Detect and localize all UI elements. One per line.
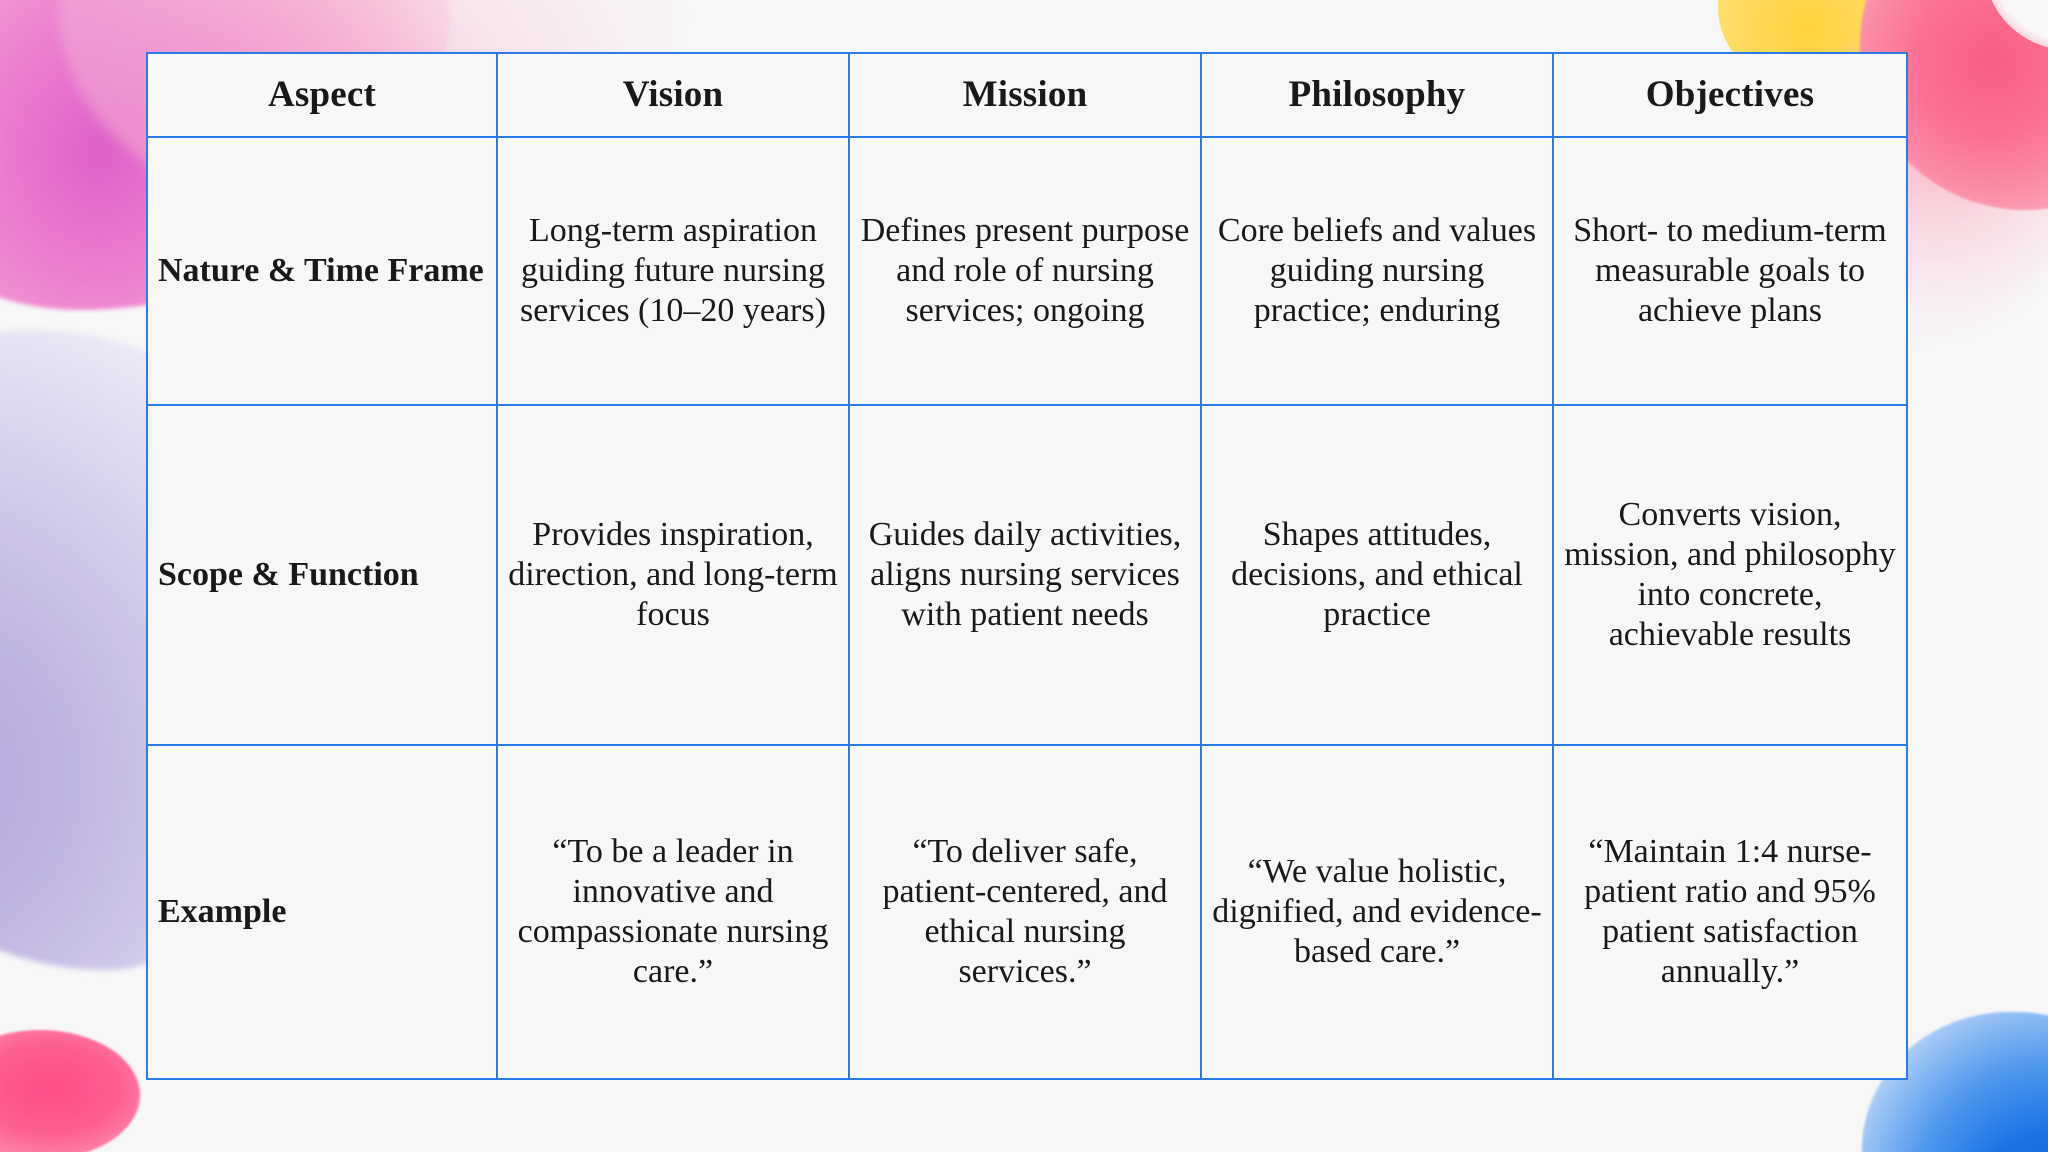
table-row: Example “To be a leader in innovative an… [146,744,1908,1080]
decor-blob-pink-bottom-left [0,1030,140,1152]
cell-example-mission: “To deliver safe, patient-centered, and … [848,744,1202,1080]
cell-scope-philosophy: Shapes attitudes, decisions, and ethical… [1200,404,1554,746]
cell-scope-mission: Guides daily activities, aligns nursing … [848,404,1202,746]
cell-scope-vision: Provides inspiration, direction, and lon… [496,404,850,746]
table-header: Aspect Vision Mission Philosophy Objecti… [146,52,1908,138]
table-row: Nature & Time Frame Long-term aspiration… [146,136,1908,406]
cell-example-vision: “To be a leader in innovative and compas… [496,744,850,1080]
row-label-nature-time-frame: Nature & Time Frame [146,136,498,406]
column-header-philosophy: Philosophy [1200,52,1554,138]
cell-scope-objectives: Converts vision, mission, and philosophy… [1552,404,1908,746]
column-header-objectives: Objectives [1552,52,1908,138]
table-row: Scope & Function Provides inspiration, d… [146,404,1908,746]
cell-example-philosophy: “We value holistic, dignified, and evide… [1200,744,1554,1080]
column-header-aspect: Aspect [146,52,498,138]
column-header-vision: Vision [496,52,850,138]
cell-nature-philosophy: Core beliefs and values guiding nursing … [1200,136,1554,406]
cell-nature-objectives: Short- to medium-term measurable goals t… [1552,136,1908,406]
table-body: Nature & Time Frame Long-term aspiration… [146,136,1908,1080]
row-label-example: Example [146,744,498,1080]
column-header-mission: Mission [848,52,1202,138]
decor-blob-pink-cutout [1984,0,2048,50]
cell-example-objectives: “Maintain 1:4 nurse-patient ratio and 95… [1552,744,1908,1080]
comparison-table-container: Aspect Vision Mission Philosophy Objecti… [146,52,1908,1080]
cell-nature-mission: Defines present purpose and role of nurs… [848,136,1202,406]
table-header-row: Aspect Vision Mission Philosophy Objecti… [146,52,1908,138]
comparison-table: Aspect Vision Mission Philosophy Objecti… [146,52,1908,1080]
row-label-scope-function: Scope & Function [146,404,498,746]
cell-nature-vision: Long-term aspiration guiding future nurs… [496,136,850,406]
